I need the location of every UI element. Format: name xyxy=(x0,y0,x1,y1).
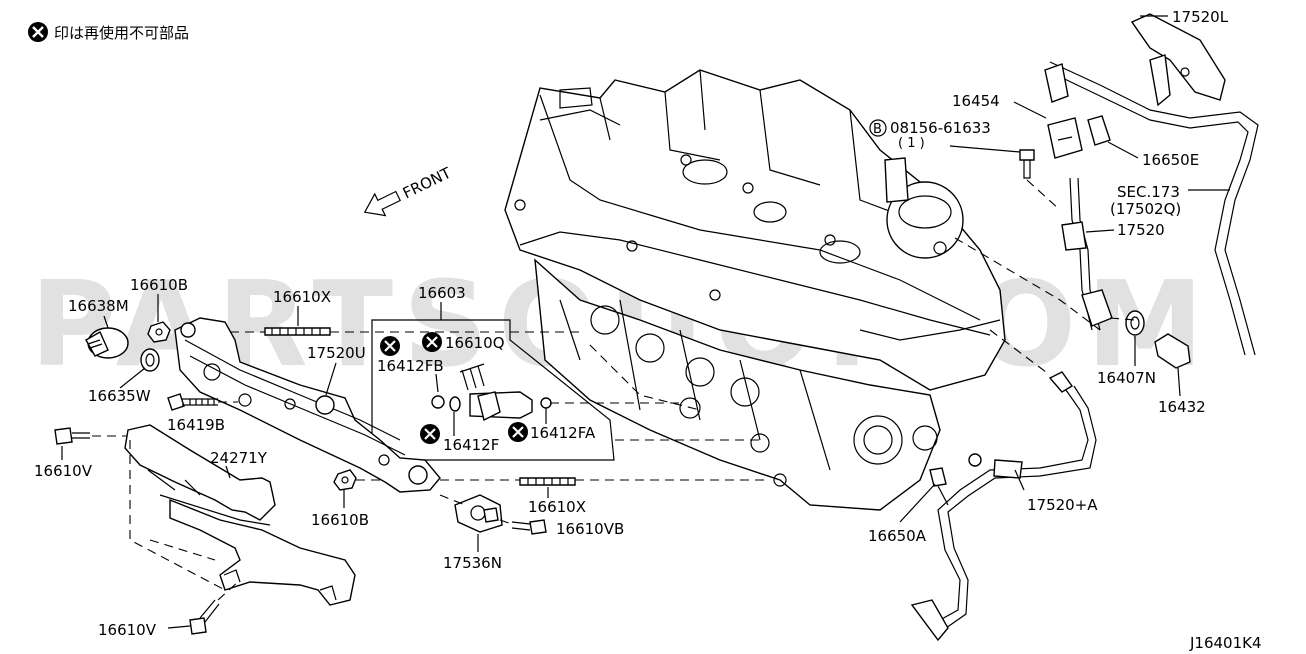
seal-16407N xyxy=(1125,310,1145,336)
label-17520A: 17520+A xyxy=(1027,496,1098,514)
front-label: FRONT xyxy=(400,163,455,202)
bolt-marker-b: B xyxy=(869,119,887,137)
bolt-16650A xyxy=(929,467,949,506)
bolt-16610V-bottom xyxy=(189,599,220,635)
label-16610V-bottom: 16610V xyxy=(98,621,157,639)
label-16610B-bottom: 16610B xyxy=(311,511,369,529)
label-16610VB: 16610VB xyxy=(556,520,624,538)
o-ring-16635W xyxy=(140,348,160,372)
x-mark-16412FA xyxy=(508,422,528,442)
bolt-08156 xyxy=(1019,149,1035,179)
label-17520: 17520 xyxy=(1117,221,1165,239)
diagram-code: J16401K4 xyxy=(1189,634,1262,652)
bolt-16419B xyxy=(167,393,218,411)
bolt-16610VB xyxy=(511,519,547,535)
bolt-16610V-top xyxy=(54,427,90,445)
non-reusable-note: 印は再使用不可部品 xyxy=(28,22,189,42)
note-text: 印は再使用不可部品 xyxy=(54,24,189,42)
label-16610B-top: 16610B xyxy=(130,276,188,294)
label-16412FB: 16412FB xyxy=(377,357,444,375)
label-24271Y: 24271Y xyxy=(210,449,268,467)
label-16412F: 16412F xyxy=(443,436,499,454)
label-16638M: 16638M xyxy=(68,297,129,315)
fuel-rail-17520U xyxy=(174,317,441,493)
x-mark-16412FB xyxy=(380,336,400,356)
label-17536N: 17536N xyxy=(443,554,502,572)
bolt-marker-letter: B xyxy=(873,122,882,137)
label-08156-qty: ( 1 ) xyxy=(898,136,925,151)
clamp-16650E xyxy=(1087,115,1111,146)
harness-bracket-24271Y xyxy=(124,424,276,526)
stud-16610X-bottom xyxy=(519,477,576,486)
fuel-line-bracket-17520L xyxy=(1130,13,1226,107)
fuel-tube-sec173 xyxy=(1044,61,1259,356)
label-16432: 16432 xyxy=(1158,398,1206,416)
flange-17536N xyxy=(454,494,503,533)
injector-clip-16610Q xyxy=(459,363,485,391)
fuel-tube-clip-16454 xyxy=(1047,117,1083,159)
stud-16610X-top xyxy=(264,327,331,336)
label-17520U: 17520U xyxy=(307,344,366,362)
label-16419B: 16419B xyxy=(167,416,225,434)
front-direction-arrow: FRONT xyxy=(363,163,455,217)
label-16635W: 16635W xyxy=(88,387,151,405)
x-mark-16412F xyxy=(420,424,440,444)
nut-16610B-bottom xyxy=(333,469,357,491)
label-16454: 16454 xyxy=(952,92,1000,110)
lower-bracket xyxy=(169,498,356,606)
cylinder-head xyxy=(504,69,1006,511)
label-16610Q: 16610Q xyxy=(445,334,505,352)
high-pressure-tube-17520 xyxy=(1061,177,1113,331)
label-16650E: 16650E xyxy=(1142,151,1199,169)
label-16407N: 16407N xyxy=(1097,369,1156,387)
nut-16610B-top xyxy=(147,321,171,343)
label-16603: 16603 xyxy=(418,284,466,302)
label-17520L: 17520L xyxy=(1172,8,1229,26)
label-08156: 08156-61633 xyxy=(890,119,991,137)
x-mark-16610Q xyxy=(422,332,442,352)
label-sec173: SEC.173 xyxy=(1117,183,1180,201)
label-16610X-bottom: 16610X xyxy=(528,498,586,516)
plug-16432 xyxy=(1154,333,1191,369)
label-16610V-top: 16610V xyxy=(34,462,93,480)
label-sec173-ref: (17502Q) xyxy=(1110,200,1181,218)
fuel-injector xyxy=(431,391,552,422)
x-circle-icon xyxy=(28,22,48,42)
label-16650A: 16650A xyxy=(868,527,927,545)
label-16412FA: 16412FA xyxy=(530,424,596,442)
fuel-tube-17520A xyxy=(910,371,1097,642)
label-16610X-top: 16610X xyxy=(273,288,331,306)
